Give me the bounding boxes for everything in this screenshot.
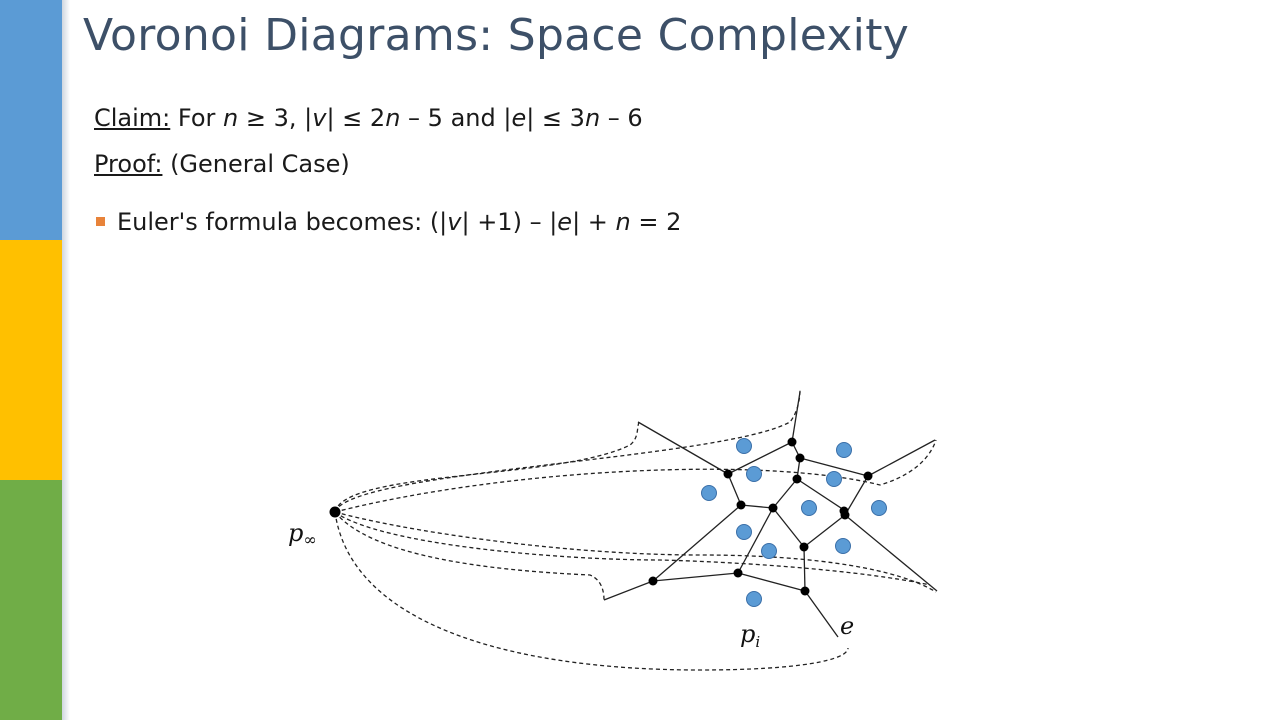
voronoi-vertex [736,500,746,510]
site-point [826,471,842,487]
voronoi-vertex [733,568,743,578]
dashed-curve [334,439,937,513]
voronoi-edge [799,457,869,477]
dashed-curve [334,389,801,513]
site-point [746,466,762,482]
voronoi-edge [740,504,774,509]
site-point [736,438,752,454]
voronoi-edge [791,391,801,443]
label-e: e [840,612,854,640]
voronoi-vertex [787,437,797,447]
site-point-pi [746,591,762,607]
voronoi-edge [796,478,845,511]
voronoi-sites [701,438,887,607]
voronoi-edge [652,572,739,582]
voronoi-edge [867,439,936,477]
voronoi-edge [603,580,654,601]
site-point [871,500,887,516]
voronoi-edge [727,441,793,475]
bullet-text: Euler's formula becomes: (|v| +1) – |e| … [117,208,682,236]
voronoi-vertex [800,586,810,596]
square-bullet-icon [96,217,105,226]
voronoi-edges [603,391,938,638]
claim-text: For n ≥ 3, |v| ≤ 2n – 5 and |e| ≤ 3n – 6 [177,104,643,132]
voronoi-edge [652,504,742,582]
voronoi-vertex [792,474,802,484]
voronoi-vertex [863,471,873,481]
sidebar-band-blue [0,0,62,240]
claim-line: Claim: For n ≥ 3, |v| ≤ 2n – 5 and |e| ≤… [94,104,643,132]
voronoi-edge [803,514,846,548]
dashed-curve [334,511,849,671]
site-point [835,538,851,554]
voronoi-vertex [723,469,733,479]
voronoi-edge [727,473,742,506]
proof-label: Proof: [94,150,163,178]
label-p-i: pi [740,620,760,651]
voronoi-edge [737,572,806,592]
voronoi-vertex [648,576,658,586]
voronoi-vertex [768,503,778,513]
sidebar-accent [0,0,70,720]
site-point [836,442,852,458]
site-point [761,543,777,559]
voronoi-edge [737,507,774,574]
dashed-curve [334,511,931,586]
voronoi-edge-e [804,590,839,638]
dashed-infinity-curves [334,389,937,671]
slide-title: Voronoi Diagrams: Space Complexity [83,10,910,61]
voronoi-edge [844,475,869,516]
voronoi-edge [772,478,798,509]
sidebar-band-yellow [0,240,62,480]
sidebar-band-green [0,480,62,720]
voronoi-vertex [799,542,809,552]
site-point [736,524,752,540]
voronoi-vertices [329,437,873,596]
dashed-curve [334,419,641,513]
voronoi-edge [637,421,729,475]
voronoi-edge [772,507,805,548]
dashed-curve [334,511,605,601]
site-point [701,485,717,501]
label-p-infinity: p∞ [288,519,317,549]
proof-line: Proof: (General Case) [94,150,350,178]
proof-text: (General Case) [162,150,350,178]
voronoi-edge [844,514,938,592]
sidebar-shadow [62,0,70,720]
voronoi-edge [803,546,806,592]
claim-label: Claim: [94,104,171,132]
voronoi-vertex [795,453,805,463]
p-infinity-vertex [329,506,341,518]
voronoi-vertex [840,510,850,520]
dashed-curve [334,511,937,593]
site-point [801,500,817,516]
bullet-euler: Euler's formula becomes: (|v| +1) – |e| … [96,208,681,236]
